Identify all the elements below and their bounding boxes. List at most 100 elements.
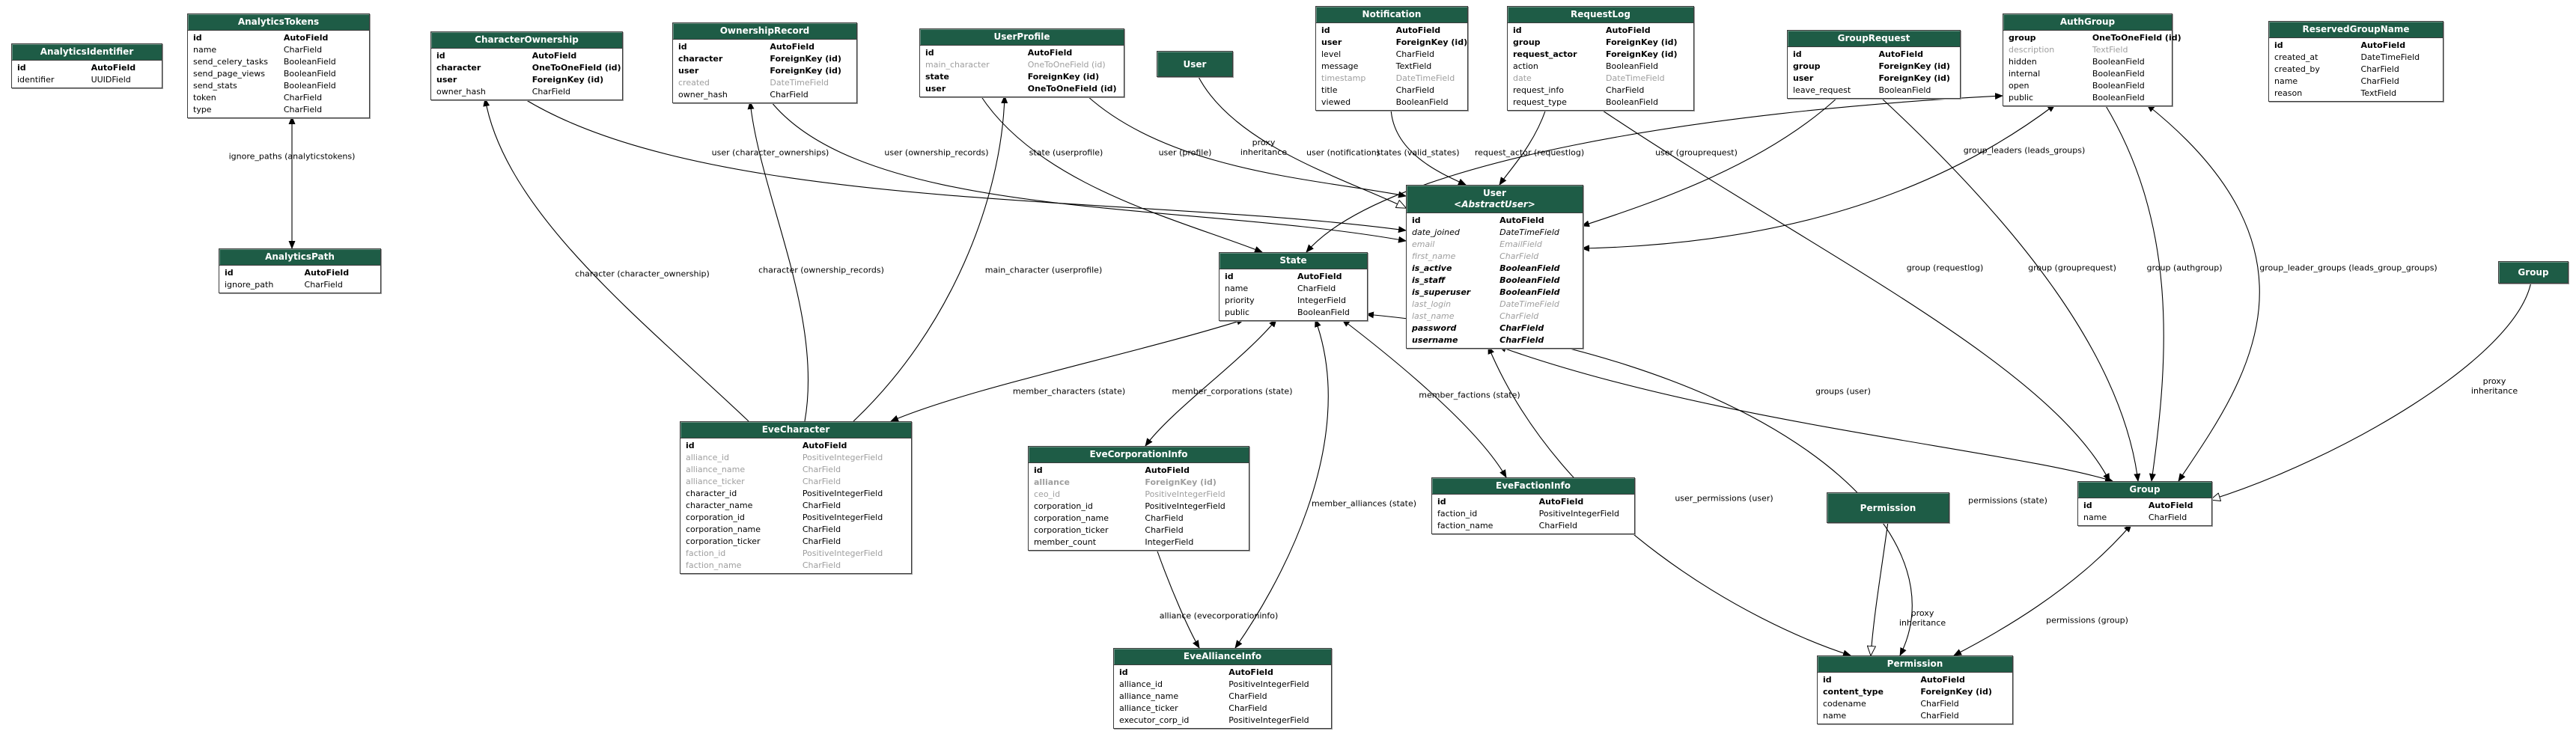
edge-label: request_actor (requestlog) <box>1474 147 1585 158</box>
field-type: BooleanField <box>283 81 336 91</box>
edge-label: user_permissions (user) <box>1675 493 1773 504</box>
field-name: description <box>2009 45 2055 55</box>
field-type: IntegerField <box>1145 537 1194 547</box>
inheritance-edge <box>2211 281 2532 500</box>
field-type: AutoField <box>770 42 814 52</box>
field-type: ForeignKey (id) <box>770 54 841 64</box>
field-type: PositiveIntegerField <box>802 513 883 522</box>
field-type: ForeignKey (id) <box>770 66 841 76</box>
field-name: id <box>17 63 26 73</box>
field-name: id <box>1321 25 1330 35</box>
field-name: id <box>925 48 934 58</box>
field-type: OneToOneField (id) <box>532 63 621 73</box>
edge-label: user (character_ownerships) <box>711 147 829 158</box>
field-name: user <box>436 75 457 85</box>
relationship-edge <box>890 318 1245 422</box>
edge-label: proxy inheritance <box>1240 138 1288 157</box>
field-name: id <box>1412 215 1421 225</box>
field-type: PositiveIntegerField <box>1145 489 1225 499</box>
relationship-edge <box>1600 108 2110 482</box>
edge-label: group (grouprequest) <box>2028 263 2116 273</box>
field-type: TextField <box>1395 61 1432 71</box>
field-type: AutoField <box>2148 501 2193 510</box>
field-type: BooleanField <box>2092 93 2145 103</box>
field-name: executor_corp_id <box>1119 715 1190 725</box>
field-name: date <box>1513 73 1532 83</box>
field-type: ForeignKey (id) <box>1878 73 1950 83</box>
table-stereotype: <AbstractUser> <box>1454 199 1535 210</box>
field-type: DateTimeField <box>2360 52 2420 62</box>
field-name: id <box>436 51 445 61</box>
field-name: alliance_ticker <box>1119 703 1178 713</box>
field-name: ignore_path <box>225 280 274 290</box>
field-type: ForeignKey (id) <box>532 75 604 85</box>
field-type: PositiveIntegerField <box>1228 679 1309 689</box>
field-type: CharField <box>283 45 323 55</box>
field-type: OneToOneField (id) <box>2092 33 2181 43</box>
field-type: IntegerField <box>1297 296 1346 305</box>
edge-label: state (userprofile) <box>1029 147 1103 158</box>
field-name: level <box>1321 49 1342 59</box>
field-name: faction_id <box>686 548 726 558</box>
relationship-edge <box>523 98 1407 233</box>
table-title: EveFactionInfo <box>1432 478 1634 495</box>
field-type: PositiveIntegerField <box>1145 501 1225 511</box>
field-name: group <box>1793 61 1821 71</box>
field-name: name <box>193 45 217 55</box>
edge-label: user (ownership_records) <box>884 147 989 158</box>
edge-label: user (profile) <box>1158 147 1212 158</box>
field-type: CharField <box>802 536 841 546</box>
field-name: alliance <box>1034 477 1070 487</box>
edge-label: proxy inheritance <box>1898 608 1946 628</box>
relationship-edge <box>1498 346 2113 483</box>
field-name: request_actor <box>1513 49 1577 59</box>
field-type: CharField <box>304 280 343 290</box>
field-type: PositiveIntegerField <box>802 453 883 462</box>
field-name: internal <box>2009 69 2041 79</box>
field-name: corporation_ticker <box>686 536 761 546</box>
table-title: AnalyticsPath <box>219 249 380 266</box>
field-name: date_joined <box>1412 227 1460 237</box>
field-name: message <box>1321 61 1359 71</box>
field-type: CharField <box>802 560 841 570</box>
field-name: corporation_name <box>1034 513 1109 523</box>
field-name: alliance_name <box>686 465 746 474</box>
table-title: AnalyticsIdentifier <box>12 44 162 61</box>
field-name: corporation_ticker <box>1034 525 1109 535</box>
field-name: character_id <box>686 489 737 498</box>
field-type: AutoField <box>1606 25 1651 35</box>
edge-label: proxy inheritance <box>2470 376 2518 396</box>
field-type: BooleanField <box>1395 97 1449 107</box>
field-type: BooleanField <box>2092 57 2145 67</box>
field-type: OneToOneField (id) <box>1027 84 1117 94</box>
field-type: PositiveIntegerField <box>1228 715 1309 725</box>
field-name: member_count <box>1034 537 1097 547</box>
field-name: send_stats <box>193 81 237 91</box>
field-name: user <box>925 84 946 94</box>
field-type: AutoField <box>1297 272 1342 281</box>
edge-label: ignore_paths (analyticstokens) <box>228 151 356 162</box>
field-row: user OneToOneField (id) <box>920 83 1124 95</box>
field-type: BooleanField <box>283 57 336 67</box>
